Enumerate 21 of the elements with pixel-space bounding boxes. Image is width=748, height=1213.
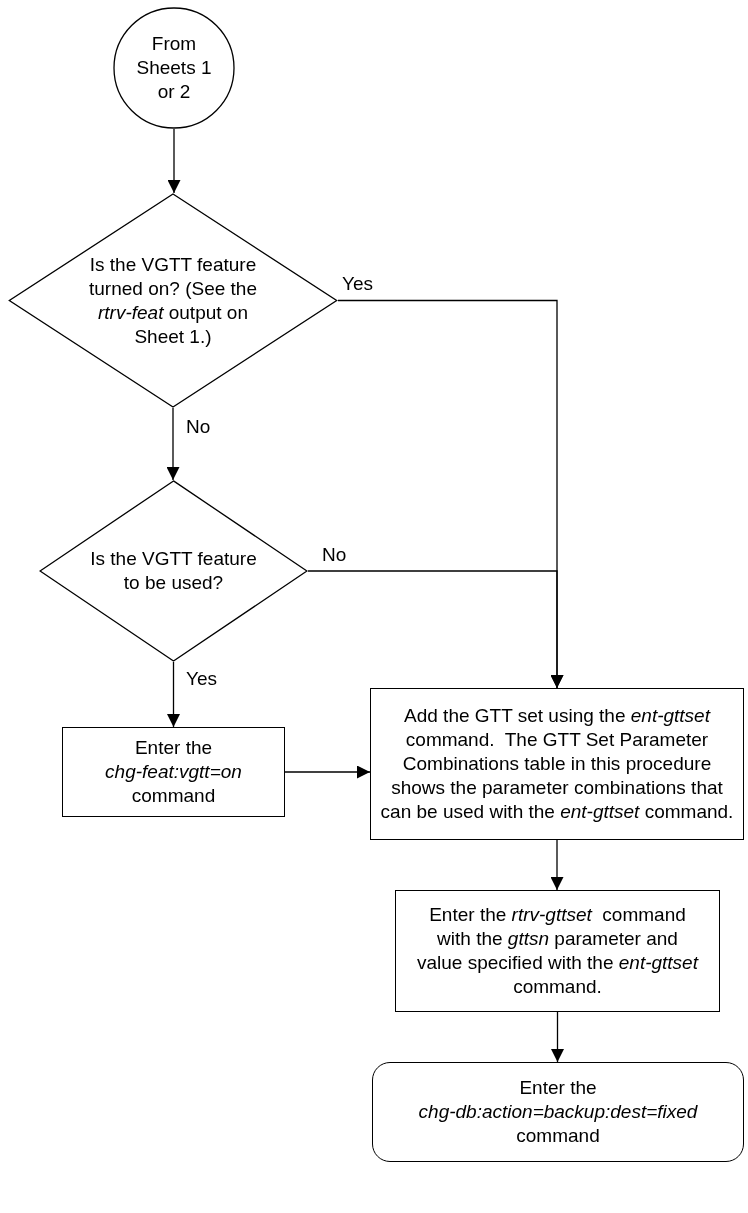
node-text: Add the GTT set using the ent-gttset command. The GTT Set Parameter Combinations table in this procedure shows the parameter combinations that can be used with the ent-gttset command. bbox=[379, 704, 735, 824]
process-box bbox=[370, 688, 744, 840]
arrow bbox=[166, 407, 180, 481]
process-box bbox=[62, 727, 285, 817]
node-text: Is the VGTT feature to be used? bbox=[89, 547, 258, 595]
node-text: Enter the chg-feat:vgtt=on command bbox=[104, 736, 243, 808]
node-text: From Sheets 1 or 2 bbox=[135, 32, 213, 104]
arrow bbox=[167, 128, 181, 194]
decision-diamond bbox=[39, 480, 308, 662]
terminal-box bbox=[372, 1062, 744, 1162]
connector-circle bbox=[113, 7, 235, 129]
node-text: Is the VGTT feature turned on? (See the rtrv-feat output on Sheet 1.) bbox=[88, 252, 258, 349]
arrow bbox=[284, 765, 371, 779]
arrow bbox=[307, 570, 564, 689]
node-text: Enter the chg-db:action=backup:dest=fixed command bbox=[417, 1076, 699, 1148]
arrow bbox=[167, 661, 180, 728]
decision-diamond bbox=[8, 193, 338, 408]
arrow bbox=[550, 839, 564, 891]
node-text: Enter the rtrv-gttset command with the gttsn parameter and value specified with the ent-gttset command. bbox=[416, 903, 700, 999]
process-box bbox=[395, 890, 720, 1012]
arrow bbox=[551, 1011, 564, 1063]
